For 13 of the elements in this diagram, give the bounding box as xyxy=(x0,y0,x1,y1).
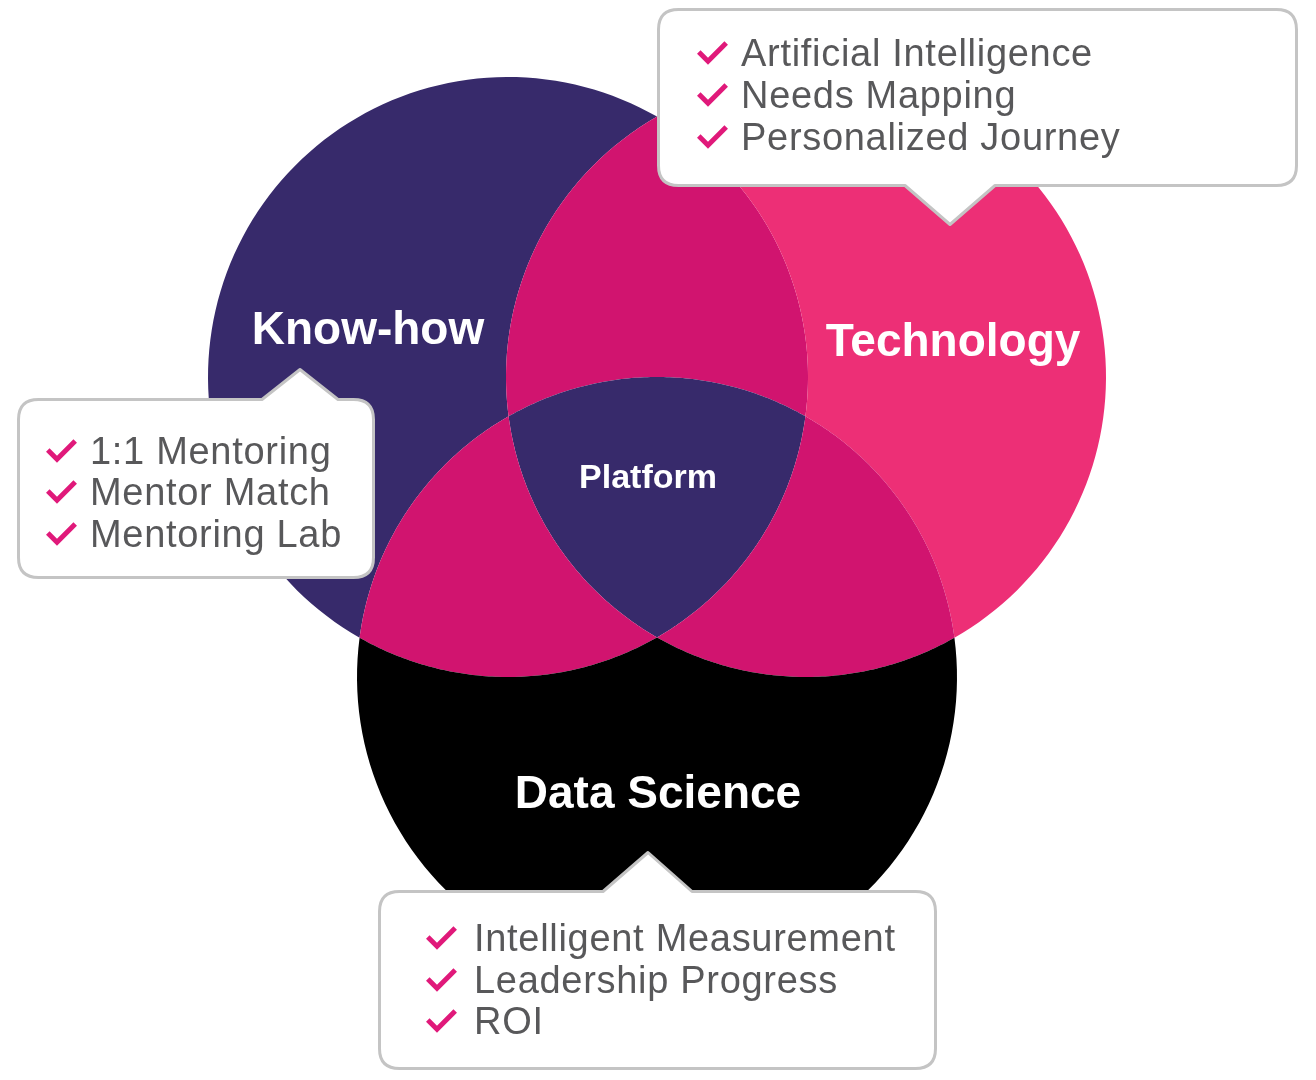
circle-label: Data Science xyxy=(514,767,802,817)
checklist-item: Intelligent Measurement xyxy=(474,916,896,960)
checklist-item: ROI xyxy=(474,1000,544,1043)
circle-label: Know-how xyxy=(251,303,485,353)
checklist-item: Artificial Intelligence xyxy=(741,31,1093,75)
checklist-item: Mentoring Lab xyxy=(90,512,343,556)
checklist-item: 1:1 Mentoring xyxy=(90,429,332,473)
checklist-item: Mentor Match xyxy=(90,471,331,514)
region-label: Platform xyxy=(579,459,717,495)
circle-label: Technology xyxy=(825,315,1081,365)
checklist-item: Leadership Progress xyxy=(474,959,838,1002)
checklist-item: Needs Mapping xyxy=(741,74,1017,117)
checklist-item: Personalized Journey xyxy=(741,116,1121,159)
